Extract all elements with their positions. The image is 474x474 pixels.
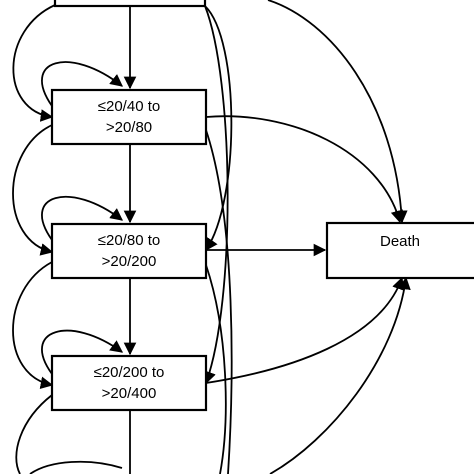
state-s1-line2: >20/80 <box>106 119 152 136</box>
arrow-s2-down <box>205 264 227 474</box>
state-s1: ≤20/40 to >20/80 <box>50 88 208 146</box>
state-s0 <box>53 0 207 8</box>
state-death-label: Death <box>380 233 420 250</box>
self-loop-s3 <box>41 329 124 375</box>
state-s3-line2: >20/400 <box>102 385 157 402</box>
arrow-s0-to-s2 <box>204 5 233 252</box>
state-s3-line1: ≤20/200 to <box>94 364 165 381</box>
state-s3: ≤20/200 to >20/400 <box>50 354 208 412</box>
arrow-s0-to-death <box>267 0 408 224</box>
arrow-s3-left-down <box>15 394 53 474</box>
self-loop-s1 <box>41 61 123 107</box>
arrow-s0-to-s3 <box>203 5 229 385</box>
arrow-s0-back <box>12 4 56 122</box>
self-loop-lower <box>29 460 123 474</box>
state-death: Death <box>325 221 474 280</box>
transition-arrows <box>12 0 411 474</box>
arrow-s1-down <box>205 129 233 474</box>
arrow-s3-to-death <box>205 276 405 384</box>
state-s2-line1: ≤20/80 to <box>98 232 160 249</box>
state-s2: ≤20/80 to >20/200 <box>50 222 208 280</box>
arrow-s1-to-death <box>205 115 404 224</box>
arrow-s2-to-s3-left <box>12 261 54 390</box>
arrow-lower-to-death <box>269 276 411 474</box>
self-loop-s2 <box>41 196 123 241</box>
state-s1-line1: ≤20/40 to <box>98 98 160 115</box>
state-s2-line2: >20/200 <box>102 253 157 270</box>
arrow-s1-to-s2-left <box>12 124 54 256</box>
